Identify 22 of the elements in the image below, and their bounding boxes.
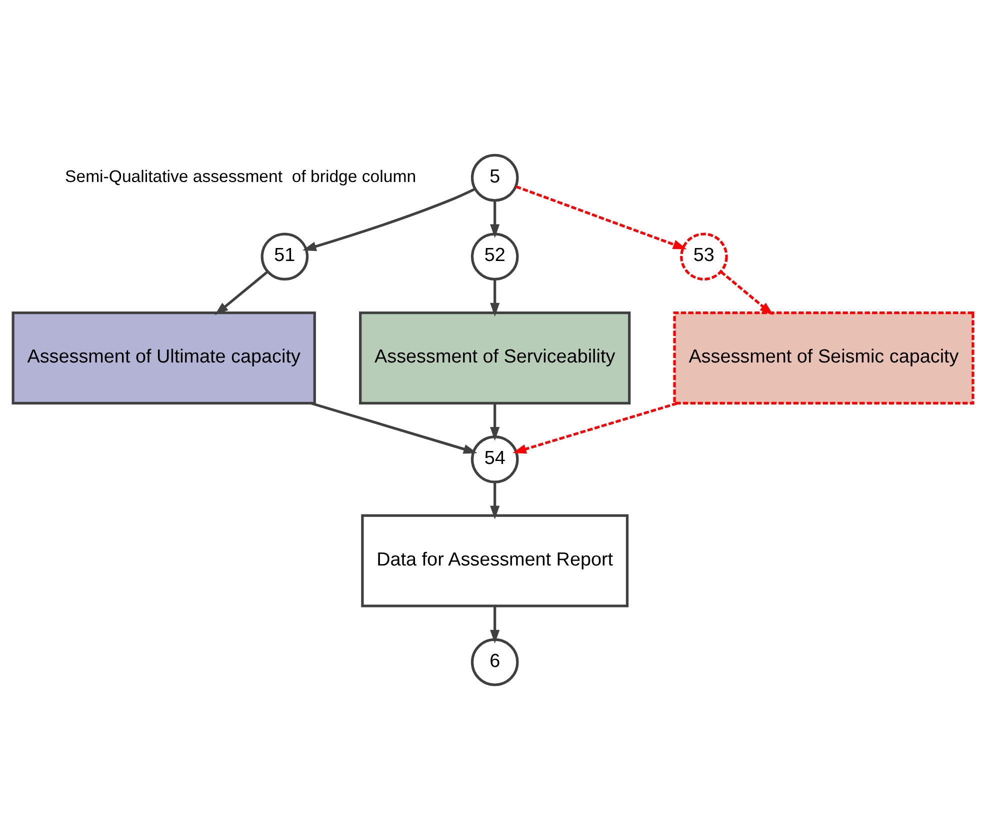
arrow (302, 188, 476, 252)
arrow (311, 402, 478, 454)
node-box: Data for Assessment Report (361, 514, 629, 608)
arrow (516, 185, 687, 250)
arrow (512, 402, 678, 454)
arrow (490, 403, 500, 441)
node-circle: 6 (470, 638, 519, 686)
node-box: Assessment of Seismic capacity (673, 312, 974, 404)
label: Semi-Qualitative assessment of bridge column (65, 166, 416, 186)
node-circle: 54 (470, 436, 519, 484)
node-box: Assessment of Ultimate capacity (12, 312, 316, 404)
node-circle: 51 (260, 232, 309, 280)
arrow (490, 482, 500, 520)
node-circle: 5 (470, 154, 519, 202)
node-circle: 53 (680, 232, 728, 280)
arrow (214, 270, 268, 316)
arrow (490, 606, 500, 644)
arrow (490, 279, 500, 317)
arrow (720, 270, 774, 316)
node-circle: 52 (470, 232, 519, 280)
node-box: Assessment of Serviceability (359, 312, 631, 404)
arrow (490, 200, 500, 238)
